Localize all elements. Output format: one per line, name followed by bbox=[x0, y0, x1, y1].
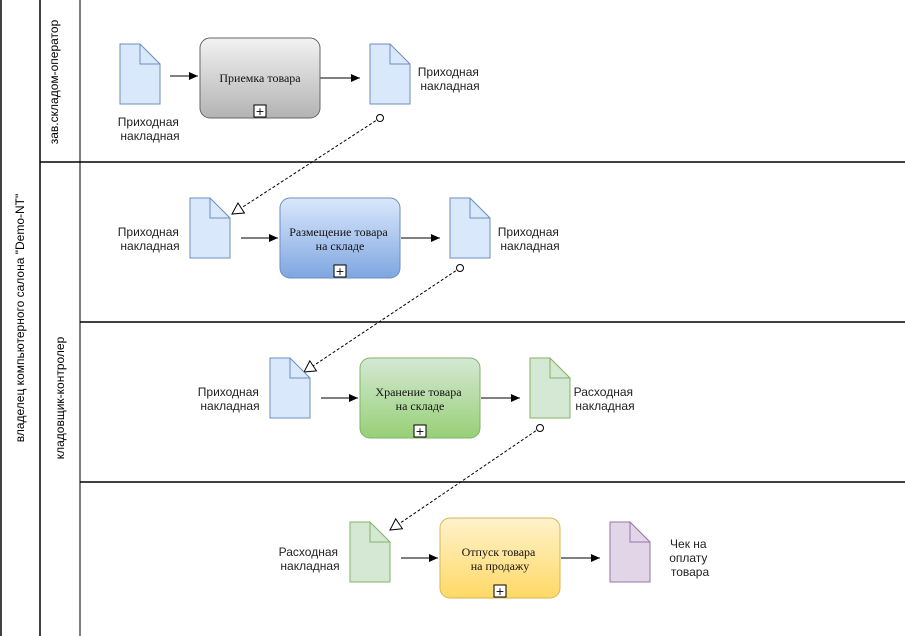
task-label: Хранение товара на складе bbox=[375, 385, 464, 413]
document-label-line: накладная bbox=[575, 399, 634, 413]
subprocess-marker[interactable] bbox=[493, 584, 507, 598]
message-flow bbox=[231, 117, 381, 215]
document-icon[interactable] bbox=[349, 521, 391, 583]
task-release-goods[interactable]: Отпуск товара на продажу + bbox=[439, 517, 561, 599]
subprocess-marker[interactable] bbox=[413, 424, 427, 438]
document-label-line: оплату bbox=[669, 551, 707, 565]
task-store-goods[interactable]: Хранение товара на складе + bbox=[359, 357, 481, 439]
task-label-line: Хранение товара bbox=[375, 385, 462, 399]
document-icon[interactable] bbox=[449, 197, 491, 259]
message-flow-start bbox=[456, 264, 464, 272]
task-place-goods[interactable]: Размещение товара на складе + bbox=[279, 197, 401, 279]
message-flow bbox=[389, 427, 541, 531]
document-label: Приходная накладная bbox=[118, 225, 182, 253]
document-label-line: накладная bbox=[120, 129, 179, 143]
subprocess-marker[interactable] bbox=[333, 264, 347, 278]
document-label: Приходная накладная bbox=[118, 115, 182, 143]
task-label: Приемка товара bbox=[219, 71, 301, 85]
plus-icon: + bbox=[495, 585, 504, 598]
task-label-line: на складе bbox=[316, 239, 365, 253]
document-icon[interactable] bbox=[189, 197, 231, 259]
document-label: Приходная накладная bbox=[498, 225, 562, 253]
message-flow bbox=[303, 267, 461, 373]
document-label-line: Расходная bbox=[279, 545, 338, 559]
document-label-line: накладная bbox=[420, 79, 479, 93]
subprocess-marker[interactable] bbox=[253, 104, 267, 118]
task-label-line: на складе bbox=[396, 399, 445, 413]
document-label-line: Приходная bbox=[198, 385, 259, 399]
document-label: Чек на оплату товара bbox=[669, 537, 711, 579]
lane-label-storekeeper: кладовщик-контролер bbox=[53, 336, 67, 459]
document-label: Приходная накладная bbox=[418, 65, 482, 93]
task-label: Размещение товара на складе bbox=[289, 225, 390, 253]
flows bbox=[170, 72, 600, 562]
document-label-line: Приходная bbox=[118, 225, 179, 239]
document-icon[interactable] bbox=[369, 43, 411, 105]
pool-label: владелец компьютерного салона "Demo-NT" bbox=[13, 194, 27, 443]
message-flows bbox=[231, 114, 544, 531]
document-label: Расходная накладная bbox=[574, 385, 637, 413]
lane-label-warehouse-manager: зав.складом-оператор bbox=[47, 19, 61, 144]
document-label-line: накладная bbox=[280, 559, 339, 573]
task-label-line: Размещение товара bbox=[289, 225, 388, 239]
plus-icon: + bbox=[335, 265, 344, 278]
task-receive-goods[interactable]: Приемка товара + bbox=[199, 37, 321, 119]
document-label-line: товара bbox=[671, 565, 710, 579]
task-label-line: на продажу bbox=[471, 559, 530, 573]
document-label-line: накладная bbox=[200, 399, 259, 413]
document-label: Расходная накладная bbox=[279, 545, 342, 573]
plus-icon: + bbox=[415, 425, 424, 438]
plus-icon: + bbox=[255, 105, 264, 118]
message-flow-start bbox=[536, 424, 544, 432]
tasks: Приемка товара + Размещение товара на ск… bbox=[199, 37, 561, 599]
document-label-line: Приходная bbox=[418, 65, 479, 79]
document-label-line: Приходная bbox=[498, 225, 559, 239]
document-icon[interactable] bbox=[269, 357, 311, 419]
document-label: Приходная накладная bbox=[198, 385, 262, 413]
document-label-line: накладная bbox=[120, 239, 179, 253]
message-flow-start bbox=[376, 114, 384, 122]
task-label: Отпуск товара на продажу bbox=[462, 545, 539, 573]
document-label-line: накладная bbox=[500, 239, 559, 253]
documents: Приходная накладная Приходная накладная … bbox=[118, 43, 711, 583]
document-icon[interactable] bbox=[529, 357, 571, 419]
document-label-line: Расходная bbox=[574, 385, 633, 399]
document-label-line: Приходная bbox=[118, 115, 179, 129]
receipt-document-icon[interactable] bbox=[609, 521, 651, 583]
document-icon[interactable] bbox=[119, 43, 161, 105]
document-label-line: Чек на bbox=[670, 537, 707, 551]
task-label-line: Отпуск товара bbox=[462, 545, 536, 559]
